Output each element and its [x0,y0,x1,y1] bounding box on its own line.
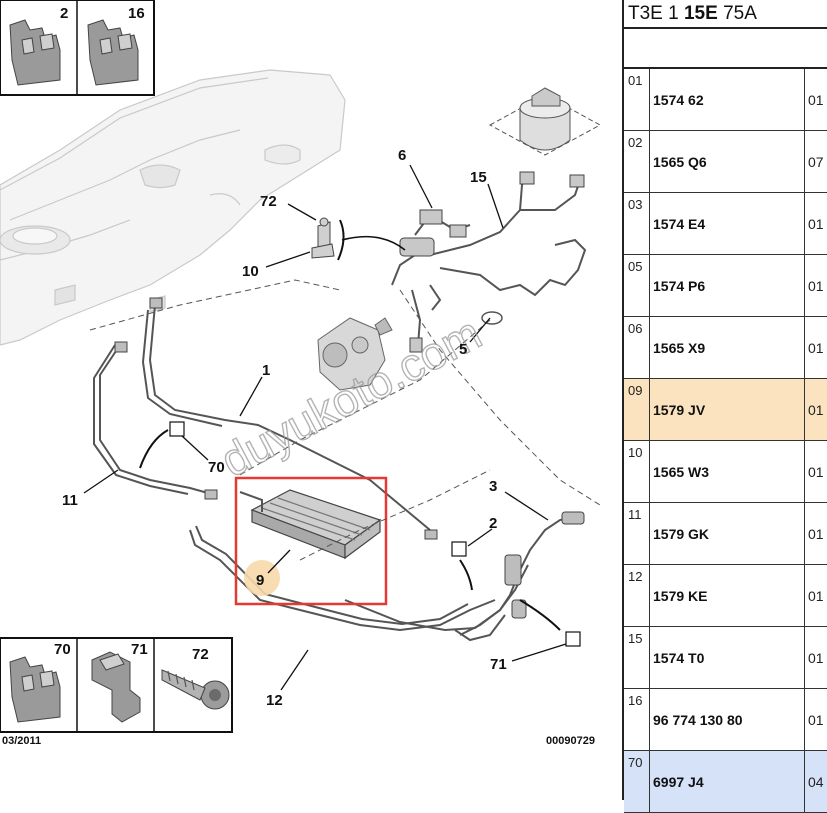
footer-date: 03/2011 [2,735,41,747]
parts-row[interactable]: 11 1579 GK 01 [624,503,827,565]
bolt-72 [311,217,335,259]
part-quantity: 01 [804,193,827,254]
row-number: 15 [624,627,650,688]
row-number: 02 [624,131,650,192]
part-reference[interactable]: 96 774 130 80 [653,712,743,728]
part-quantity: 01 [804,317,827,378]
part-reference[interactable]: 1574 62 [653,92,704,108]
parts-row[interactable]: 01 1574 62 01 [624,69,827,131]
part-reference[interactable]: 1565 Q6 [653,154,707,170]
injection-pump [317,317,393,391]
part-reference[interactable]: 1565 W3 [653,464,710,480]
screw-icon [161,669,230,710]
dashed-guides [89,279,601,561]
part-quantity: 01 [804,503,827,564]
row-number: 16 [624,689,650,750]
parts-row[interactable]: 03 1574 E4 01 [624,193,827,255]
footer-code: 00090729 [546,735,595,747]
parts-row-hover[interactable]: 70 6997 J4 04 [624,751,827,813]
inset-bottom-panel: 70 71 72 [0,637,233,733]
inset-label-70: 70 [54,641,71,658]
callout-6: 6 [398,147,406,164]
row-number: 09 [624,379,650,440]
parts-row[interactable]: 02 1565 Q6 07 [624,131,827,193]
callout-12: 12 [266,692,283,709]
row-number: 03 [624,193,650,254]
part-reference[interactable]: 1574 T0 [653,650,705,666]
inset-top-panel: 2 16 [0,0,155,96]
fuel-filter [488,87,602,156]
inset-label-72: 72 [192,646,209,663]
row-number: 10 [624,441,650,502]
parts-row-selected[interactable]: 09 1579 JV 01 [624,379,827,441]
part-quantity: 01 [804,689,827,750]
parts-row[interactable]: 10 1565 W3 01 [624,441,827,503]
clip-icon [87,19,139,86]
fuel-pipes-main [93,304,581,642]
fuel-tank [0,69,346,346]
part-quantity: 01 [804,379,827,440]
header-prefix: T3E 1 [628,3,684,24]
row-number: 11 [624,503,650,564]
parts-row[interactable]: 15 1574 T0 01 [624,627,827,689]
clip-icon [9,656,61,723]
leader-lines [83,164,567,691]
part-reference[interactable]: 1579 KE [653,588,708,604]
part-quantity: 04 [804,751,827,812]
callout-11: 11 [62,492,78,509]
part-reference[interactable]: 1565 X9 [653,340,706,356]
ring-clip [481,311,503,325]
callout-1: 1 [262,362,270,379]
parts-row[interactable]: 16 96 774 130 80 01 [624,689,827,751]
part-reference[interactable]: 6997 J4 [653,774,704,790]
exploded-parts-diagram: 2 16 [0,0,602,747]
panel-header: T3E 1 15E 75A [624,0,827,29]
callout-5: 5 [459,341,467,358]
header-bold: 15E [683,3,718,24]
callout-72: 72 [260,193,277,210]
part-quantity: 01 [804,441,827,502]
part-quantity: 01 [804,69,827,130]
part-reference[interactable]: 1574 P6 [653,278,706,294]
parts-row[interactable]: 05 1574 P6 01 [624,255,827,317]
row-number: 01 [624,69,650,130]
part-quantity: 07 [804,131,827,192]
part-reference[interactable]: 1579 GK [653,526,710,542]
part-quantity: 01 [804,255,827,316]
diagram-canvas: 2 16 [0,0,602,747]
parts-list-panel: T3E 1 15E 75A 01 1574 62 01 02 1565 Q6 0… [622,0,827,813]
callout-3: 3 [489,478,497,495]
part-reference[interactable]: 1579 JV [653,402,706,418]
clip-markers [169,421,581,647]
part-quantity: 01 [804,565,827,626]
callout-70: 70 [208,459,225,476]
callout-9: 9 [256,572,264,589]
inset-label-71: 71 [131,641,148,658]
inset-label-16: 16 [128,5,145,22]
parts-row[interactable]: 06 1565 X9 01 [624,317,827,379]
pipe-clip-cluster [114,297,585,619]
highlight-box-part-9 [234,476,388,606]
bracket-clip-icon [91,651,141,723]
row-number: 70 [624,751,650,812]
inset-label-2: 2 [60,5,68,22]
connector-block [399,171,585,353]
clip-icon [9,19,61,86]
callout-15: 15 [470,169,487,186]
header-suffix: 75A [717,3,757,24]
row-number: 12 [624,565,650,626]
parts-row[interactable]: 12 1579 KE 01 [624,565,827,627]
part-quantity: 01 [804,627,827,688]
callout-71: 71 [490,656,507,673]
row-number: 05 [624,255,650,316]
fuel-cooler-part-9 [239,489,382,560]
row-number: 06 [624,317,650,378]
part-reference[interactable]: 1574 E4 [653,216,706,232]
panel-subheader [624,29,827,69]
callout-10: 10 [242,263,259,280]
callout-2: 2 [489,515,497,532]
